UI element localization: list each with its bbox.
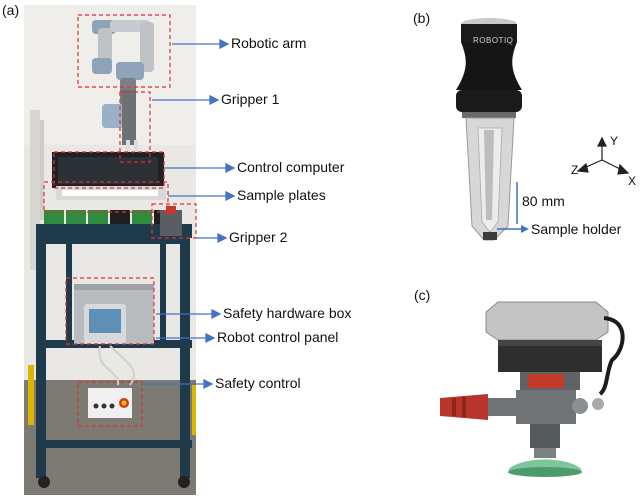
label-gripper-1: Gripper 1 [221,91,280,107]
gripper-brand-text: ROBOTIQ [473,36,514,45]
panel-a-letter: (a) [2,2,20,18]
gripper-2-illustration [160,210,182,236]
gripper-2-render [440,301,625,477]
gripper-1-illustration [102,90,138,160]
axis-z-label: Z [571,163,579,177]
label-control-computer: Control computer [237,159,345,175]
dashed-highlight-boxes [43,14,197,427]
axis-x-label: X [628,174,637,188]
label-safety-control: Safety control [215,375,301,391]
label-sample-plates: Sample plates [237,187,326,203]
label-gripper-2: Gripper 2 [229,229,288,245]
label-robotic-arm: Robotic arm [231,35,307,51]
label-sample-holder: Sample holder [531,221,622,237]
label-robot-control-panel: Robot control panel [217,329,339,345]
label-safety-hardware-box: Safety hardware box [223,305,352,321]
gripper-1-render [456,18,522,241]
panel-c-letter: (c) [414,287,431,303]
label-dimension: 80 mm [522,193,565,209]
axis-y-label: Y [610,134,619,148]
label-arrows [142,38,236,390]
coordinate-axes [576,136,630,175]
panel-b-letter: (b) [413,10,431,26]
